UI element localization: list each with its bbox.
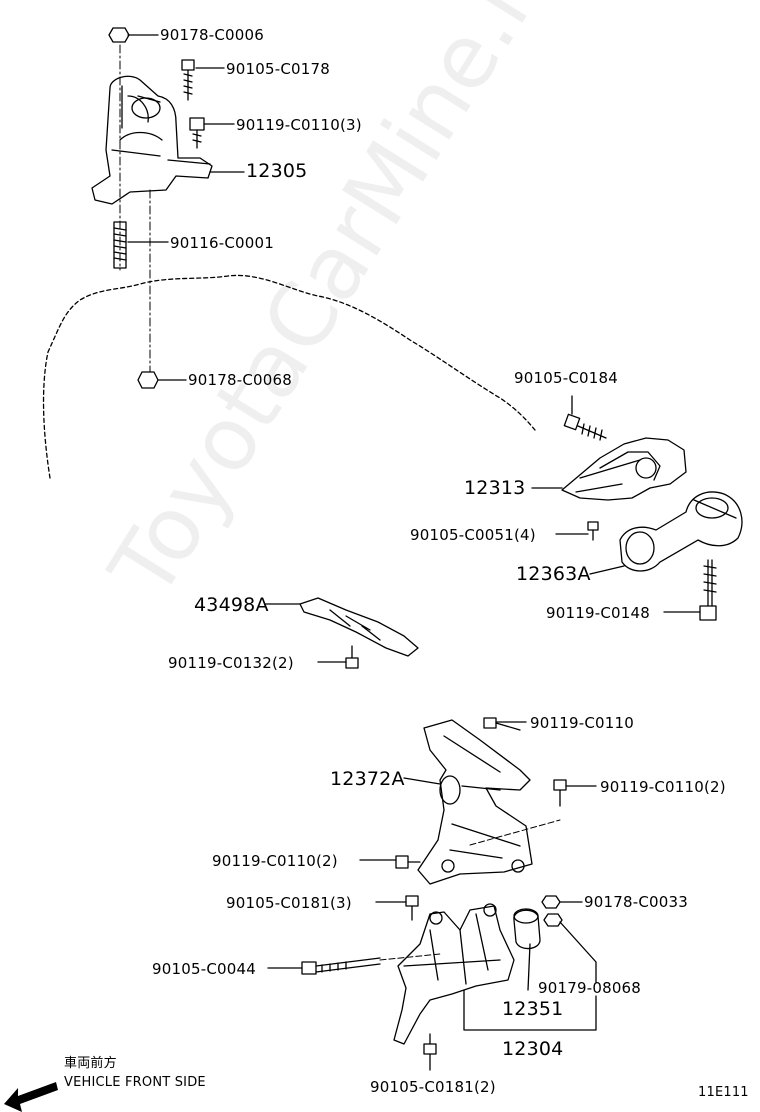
bolt-90119-C0132-shape <box>345 645 359 669</box>
label-90105-C0178[interactable]: 90105-C0178 <box>226 60 330 78</box>
plate-43498A-shape <box>299 597 419 657</box>
label-90105-C0044[interactable]: 90105-C0044 <box>152 960 256 978</box>
label-90105-C0181-2[interactable]: 90105-C0181(2) <box>370 1078 496 1096</box>
engine-outline <box>42 274 536 479</box>
label-90178-C0068[interactable]: 90178-C0068 <box>188 371 292 389</box>
label-90119-C0148[interactable]: 90119-C0148 <box>546 604 650 622</box>
label-12372A[interactable]: 12372A <box>330 768 405 790</box>
front-label-en: VEHICLE FRONT SIDE <box>64 1075 206 1090</box>
label-90119-C0110[interactable]: 90119-C0110 <box>530 714 634 732</box>
bolt-90105-C0181-2-shape <box>423 1033 437 1055</box>
label-12351[interactable]: 12351 <box>502 998 564 1020</box>
stud-90116-C0001-shape <box>113 221 127 269</box>
label-12305[interactable]: 12305 <box>246 160 308 182</box>
label-12363A[interactable]: 12363A <box>516 563 591 585</box>
label-90119-C0132-2[interactable]: 90119-C0132(2) <box>168 654 294 672</box>
nut-90179-08068-shape <box>543 913 563 927</box>
label-90179-08068[interactable]: 90179-08068 <box>538 979 642 997</box>
bolt-90119-C0148-shape <box>699 559 717 621</box>
bolt-90119-C0110-3-shape <box>189 117 205 149</box>
nut-90178-C0033-shape <box>541 895 561 909</box>
label-90105-C0184[interactable]: 90105-C0184 <box>514 369 618 387</box>
bolt-90105-C0178-shape <box>181 59 195 101</box>
bracket-12304-shape <box>393 903 515 1045</box>
bolt-90119-C0110-2b-shape <box>395 855 421 869</box>
label-12313[interactable]: 12313 <box>464 477 526 499</box>
front-label-jp: 車両前方 <box>64 1056 117 1071</box>
bolt-90105-C0044-shape <box>301 957 381 975</box>
label-90105-C0051-4[interactable]: 90105-C0051(4) <box>410 526 536 544</box>
bushing-12351-shape <box>513 908 541 950</box>
mount-12305-shape <box>91 75 213 205</box>
nut-90178-C0006-shape <box>108 27 130 43</box>
label-90119-C0110-2-left[interactable]: 90119-C0110(2) <box>212 852 338 870</box>
front-arrow <box>4 1082 58 1112</box>
label-90178-C0033[interactable]: 90178-C0033 <box>584 893 688 911</box>
label-90116-C0001[interactable]: 90116-C0001 <box>170 234 274 252</box>
label-90105-C0181-3[interactable]: 90105-C0181(3) <box>226 894 352 912</box>
bracket-12372A-shape <box>417 719 533 885</box>
bolt-90105-C0181-3-shape <box>405 895 419 921</box>
bolt-90119-C0110-shape <box>483 717 521 731</box>
bolt-90105-C0184-shape <box>563 413 607 441</box>
bolt-90105-C0051-shape <box>587 521 599 541</box>
bracket-12313-shape <box>561 437 687 501</box>
label-90119-C0110-2-right[interactable]: 90119-C0110(2) <box>600 778 726 796</box>
nut-90178-C0068-shape <box>137 371 159 389</box>
label-12304[interactable]: 12304 <box>502 1038 564 1060</box>
label-90119-C0110-3[interactable]: 90119-C0110(3) <box>236 116 362 134</box>
label-43498A[interactable]: 43498A <box>194 594 269 616</box>
bolt-90119-C0110-2a-shape <box>553 779 567 807</box>
rod-12363A-shape <box>619 491 743 572</box>
label-90178-C0006[interactable]: 90178-C0006 <box>160 26 264 44</box>
figure-code: 11E111 <box>698 1085 749 1100</box>
